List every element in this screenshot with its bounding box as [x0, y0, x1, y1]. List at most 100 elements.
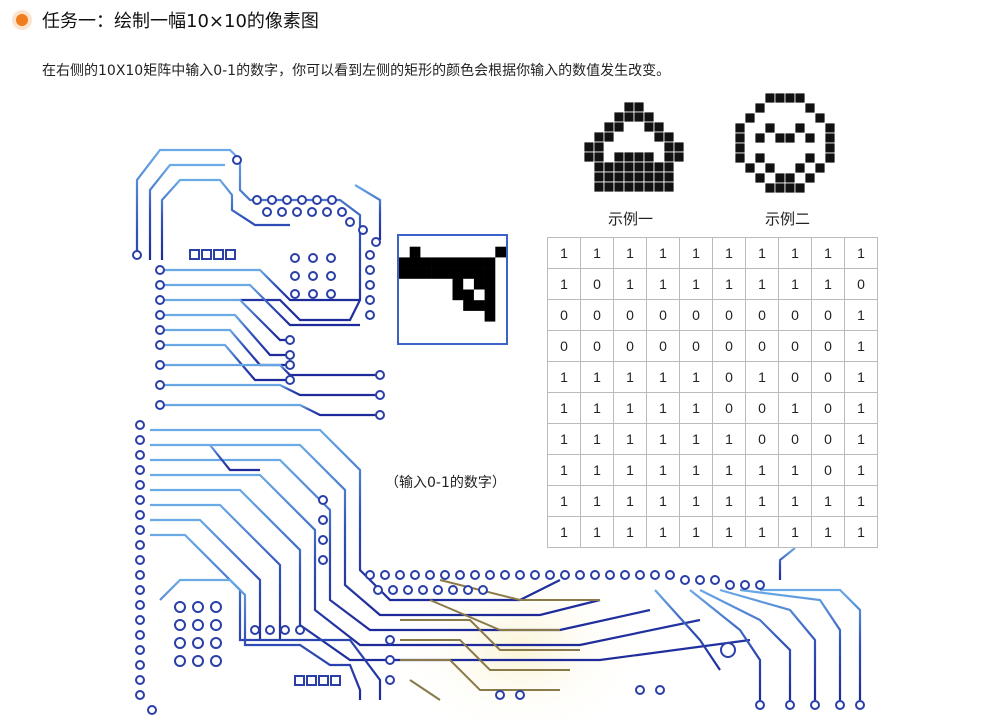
matrix-cell-input[interactable]: 0	[548, 300, 581, 331]
matrix-cell-input[interactable]: 1	[713, 486, 746, 517]
matrix-cell-input[interactable]: 1	[647, 455, 680, 486]
matrix-cell-input[interactable]: 1	[680, 393, 713, 424]
matrix-cell-input[interactable]: 1	[548, 269, 581, 300]
matrix-cell-input[interactable]: 1	[548, 424, 581, 455]
matrix-cell-input[interactable]: 0	[812, 331, 845, 362]
matrix-cell-input[interactable]: 1	[845, 517, 878, 548]
matrix-cell-input[interactable]: 1	[647, 362, 680, 393]
matrix-cell-input[interactable]: 1	[614, 486, 647, 517]
matrix-cell-input[interactable]: 1	[746, 238, 779, 269]
matrix-cell-input[interactable]: 0	[713, 331, 746, 362]
matrix-cell-input[interactable]: 1	[680, 362, 713, 393]
matrix-cell-input[interactable]: 0	[713, 300, 746, 331]
matrix-cell-input[interactable]: 0	[746, 393, 779, 424]
matrix-cell-input[interactable]: 1	[581, 238, 614, 269]
matrix-cell-input[interactable]: 1	[779, 269, 812, 300]
matrix-cell-input[interactable]: 0	[548, 331, 581, 362]
matrix-cell-input[interactable]: 1	[845, 393, 878, 424]
matrix-cell-input[interactable]: 0	[812, 393, 845, 424]
matrix-cell-input[interactable]: 1	[845, 362, 878, 393]
matrix-cell-input[interactable]: 1	[581, 424, 614, 455]
matrix-cell-input[interactable]: 0	[647, 300, 680, 331]
matrix-cell-input[interactable]: 1	[680, 455, 713, 486]
matrix-cell-input[interactable]: 0	[614, 331, 647, 362]
matrix-cell-input[interactable]: 0	[779, 362, 812, 393]
matrix-cell-input[interactable]: 1	[614, 393, 647, 424]
matrix-cell-input[interactable]: 1	[713, 424, 746, 455]
matrix-cell-input[interactable]: 0	[713, 362, 746, 393]
matrix-cell-input[interactable]: 1	[779, 238, 812, 269]
matrix-cell-input[interactable]: 1	[647, 486, 680, 517]
matrix-cell-input[interactable]: 1	[614, 455, 647, 486]
matrix-cell-input[interactable]: 0	[746, 424, 779, 455]
matrix-cell-input[interactable]: 1	[812, 486, 845, 517]
matrix-cell-input[interactable]: 1	[746, 517, 779, 548]
matrix-cell-input[interactable]: 1	[812, 269, 845, 300]
matrix-cell-input[interactable]: 1	[746, 269, 779, 300]
matrix-cell-input[interactable]: 1	[548, 486, 581, 517]
matrix-cell-input[interactable]: 1	[680, 424, 713, 455]
matrix-cell-input[interactable]: 0	[614, 300, 647, 331]
matrix-cell-input[interactable]: 1	[713, 238, 746, 269]
matrix-cell-input[interactable]: 1	[680, 238, 713, 269]
matrix-cell-input[interactable]: 0	[779, 424, 812, 455]
matrix-cell-input[interactable]: 0	[812, 424, 845, 455]
matrix-cell-input[interactable]: 1	[614, 269, 647, 300]
matrix-cell-input[interactable]: 1	[647, 517, 680, 548]
matrix-cell-input[interactable]: 1	[581, 393, 614, 424]
matrix-cell-input[interactable]: 1	[680, 486, 713, 517]
matrix-cell-input[interactable]: 0	[779, 331, 812, 362]
matrix-cell-input[interactable]: 1	[812, 517, 845, 548]
matrix-cell-input[interactable]: 1	[845, 238, 878, 269]
matrix-cell-input[interactable]: 1	[647, 269, 680, 300]
matrix-cell-input[interactable]: 0	[812, 455, 845, 486]
matrix-cell-input[interactable]: 1	[548, 238, 581, 269]
matrix-cell-input[interactable]: 0	[581, 331, 614, 362]
matrix-cell-input[interactable]: 0	[680, 331, 713, 362]
matrix-cell-input[interactable]: 1	[548, 517, 581, 548]
matrix-cell-input[interactable]: 1	[713, 455, 746, 486]
matrix-cell-input[interactable]: 1	[746, 455, 779, 486]
matrix-cell-input[interactable]: 1	[779, 517, 812, 548]
matrix-cell-input[interactable]: 0	[812, 300, 845, 331]
matrix-cell-input[interactable]: 0	[746, 331, 779, 362]
matrix-cell-input[interactable]: 1	[845, 300, 878, 331]
matrix-cell-input[interactable]: 0	[647, 331, 680, 362]
matrix-cell-input[interactable]: 1	[779, 393, 812, 424]
matrix-cell-input[interactable]: 1	[746, 486, 779, 517]
matrix-cell-input[interactable]: 0	[581, 269, 614, 300]
matrix-cell-input[interactable]: 1	[713, 517, 746, 548]
matrix-cell-input[interactable]: 1	[614, 362, 647, 393]
matrix-cell-input[interactable]: 0	[713, 393, 746, 424]
matrix-cell-input[interactable]: 0	[746, 300, 779, 331]
matrix-cell-input[interactable]: 1	[845, 424, 878, 455]
matrix-cell-input[interactable]: 1	[713, 269, 746, 300]
matrix-cell-input[interactable]: 1	[812, 238, 845, 269]
matrix-cell-input[interactable]: 1	[548, 362, 581, 393]
matrix-cell-input[interactable]: 1	[746, 362, 779, 393]
matrix-cell-input[interactable]: 1	[779, 486, 812, 517]
matrix-cell-input[interactable]: 1	[680, 269, 713, 300]
matrix-cell-input[interactable]: 1	[779, 455, 812, 486]
matrix-cell-input[interactable]: 0	[779, 300, 812, 331]
matrix-cell-input[interactable]: 1	[647, 424, 680, 455]
matrix-cell-input[interactable]: 0	[680, 300, 713, 331]
matrix-cell-input[interactable]: 1	[548, 455, 581, 486]
matrix-cell-input[interactable]: 1	[548, 393, 581, 424]
matrix-cell-input[interactable]: 1	[845, 331, 878, 362]
matrix-cell-input[interactable]: 1	[845, 486, 878, 517]
matrix-cell-input[interactable]: 1	[614, 517, 647, 548]
matrix-cell-input[interactable]: 1	[581, 362, 614, 393]
matrix-cell-input[interactable]: 0	[812, 362, 845, 393]
matrix-cell-input[interactable]: 1	[647, 238, 680, 269]
matrix-cell-input[interactable]: 1	[614, 238, 647, 269]
matrix-cell-input[interactable]: 1	[581, 455, 614, 486]
matrix-cell-input[interactable]: 0	[581, 300, 614, 331]
matrix-cell-input[interactable]: 1	[647, 393, 680, 424]
matrix-cell-input[interactable]: 1	[581, 517, 614, 548]
matrix-cell-input[interactable]: 1	[581, 486, 614, 517]
matrix-cell-input[interactable]: 1	[614, 424, 647, 455]
matrix-cell-input[interactable]: 0	[845, 269, 878, 300]
matrix-cell-input[interactable]: 1	[680, 517, 713, 548]
matrix-cell-input[interactable]: 1	[845, 455, 878, 486]
